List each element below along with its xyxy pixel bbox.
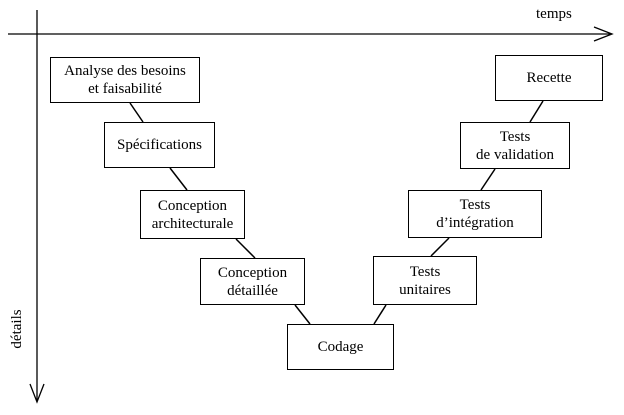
connector-specifications-conception-architecturale — [169, 167, 188, 191]
detail-axis-label: détails — [9, 309, 25, 349]
phase-tests-integration: Tests d’intégration — [408, 190, 542, 238]
connector-conception-architecturale-conception-detaillee — [235, 238, 256, 259]
phase-conception-detaillee: Conception détaillée — [200, 258, 305, 305]
phase-tests-unitaires: Tests unitaires — [373, 256, 477, 305]
connector-tests-unitaires-tests-integration — [430, 237, 450, 257]
time-axis-label: temps — [536, 6, 572, 22]
connector-analyse-specifications — [129, 102, 144, 123]
phase-codage: Codage — [287, 324, 394, 370]
phase-conception-architecturale: Conception architecturale — [140, 190, 245, 239]
phase-recette: Recette — [495, 55, 603, 101]
time-axis-arrowhead — [593, 26, 614, 42]
connector-conception-detaillee-codage — [294, 304, 311, 325]
phase-analyse-besoins: Analyse des besoins et faisabilité — [50, 57, 200, 103]
phase-specifications: Spécifications — [104, 122, 215, 168]
connector-codage-tests-unitaires — [373, 304, 387, 325]
phase-tests-validation: Tests de validation — [460, 122, 570, 169]
detail-axis-arrowhead — [29, 383, 45, 404]
connector-tests-integration-tests-validation — [480, 168, 496, 191]
connector-tests-validation-recette — [529, 100, 544, 123]
